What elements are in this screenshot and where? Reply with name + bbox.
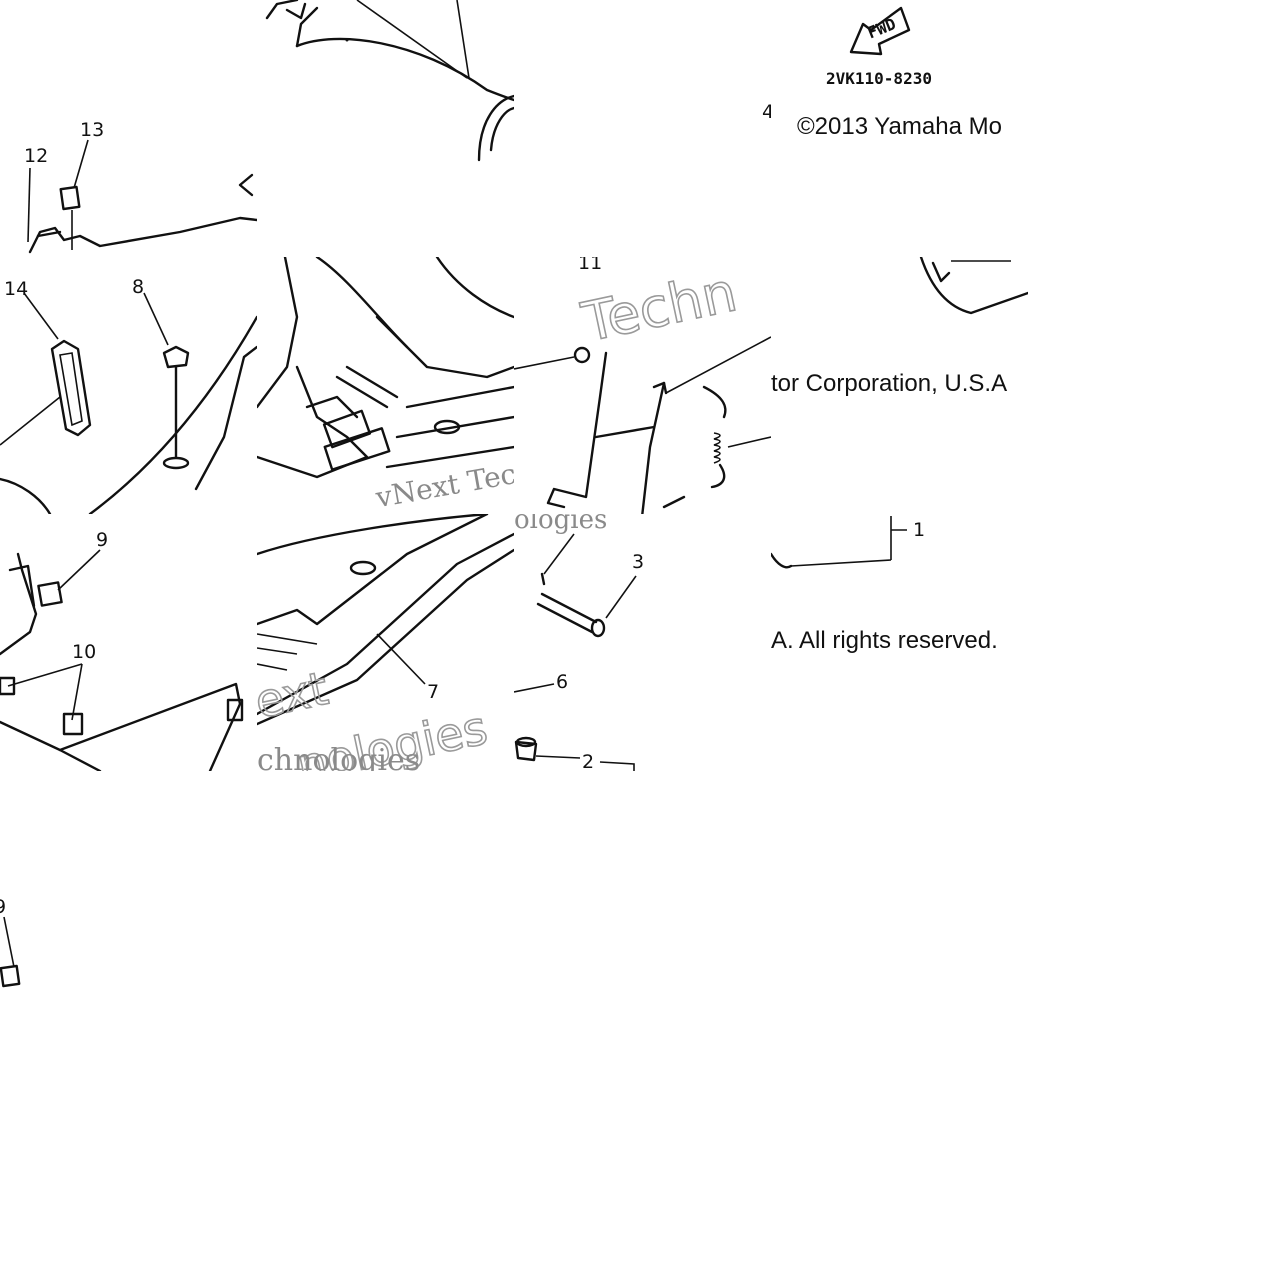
tile-r1-c1: 12 13 <box>0 0 257 257</box>
watermark-3: ologies <box>514 514 607 535</box>
fwd-arrow-icon <box>849 6 911 56</box>
callout-14: 14 <box>4 278 28 300</box>
spring-part <box>702 385 727 489</box>
watermark-4: ext <box>257 661 333 729</box>
callout-4: 4 <box>762 101 771 123</box>
watermark-1: Techn <box>576 260 742 354</box>
copyright-line-3: A. All rights reserved. <box>771 627 998 654</box>
collar-part <box>514 736 538 762</box>
panel-part <box>50 339 92 437</box>
callout-8: 8 <box>132 276 144 298</box>
callout-7: 7 <box>427 681 439 703</box>
watermark-6: chnologies <box>257 743 420 771</box>
callout-6: 6 <box>556 671 568 693</box>
tile-r3-c2: 7 ext nologies chnologies <box>257 514 514 771</box>
part-code: 2VK110-8230 <box>826 69 932 88</box>
tile-r2-c4: tor Corporation, U.S.A <box>771 257 1028 514</box>
tile-r3-c1: 9 10 <box>0 514 257 771</box>
callout-10: 10 <box>72 641 96 663</box>
tile-r3-c3: ologies 3 6 2 <box>514 514 771 771</box>
callout-9b: 9 <box>0 896 6 918</box>
tile-r2-c2: vNext Tec <box>257 257 514 514</box>
tile-r1-c4: FWD 2VK110-8230 ©2013 Yamaha Mo <box>771 0 1028 257</box>
callout-12: 12 <box>24 145 48 167</box>
callout-2: 2 <box>582 751 594 771</box>
callout-9: 9 <box>96 529 108 551</box>
callout-1: 1 <box>913 519 925 541</box>
pin-part <box>536 592 606 638</box>
bolt-part <box>162 345 190 459</box>
copyright-line-1: ©2013 Yamaha Mo <box>797 113 1002 140</box>
tile-r3-c4: 1 A. All rights reserved. <box>771 514 1028 771</box>
tile-r1-c2 <box>257 0 514 257</box>
callout-13: 13 <box>80 119 104 141</box>
center-stand-part <box>546 351 668 514</box>
tile-r4-c1: 9 <box>0 771 257 1028</box>
tile-r2-c1: 14 8 <box>0 257 257 514</box>
tile-r2-c3: 11 Techn <box>514 257 771 514</box>
copyright-line-2: tor Corporation, U.S.A <box>771 370 1007 397</box>
callout-11: 11 <box>578 257 602 274</box>
callout-3: 3 <box>632 551 644 573</box>
tile-r1-c3: 4 <box>514 0 771 257</box>
